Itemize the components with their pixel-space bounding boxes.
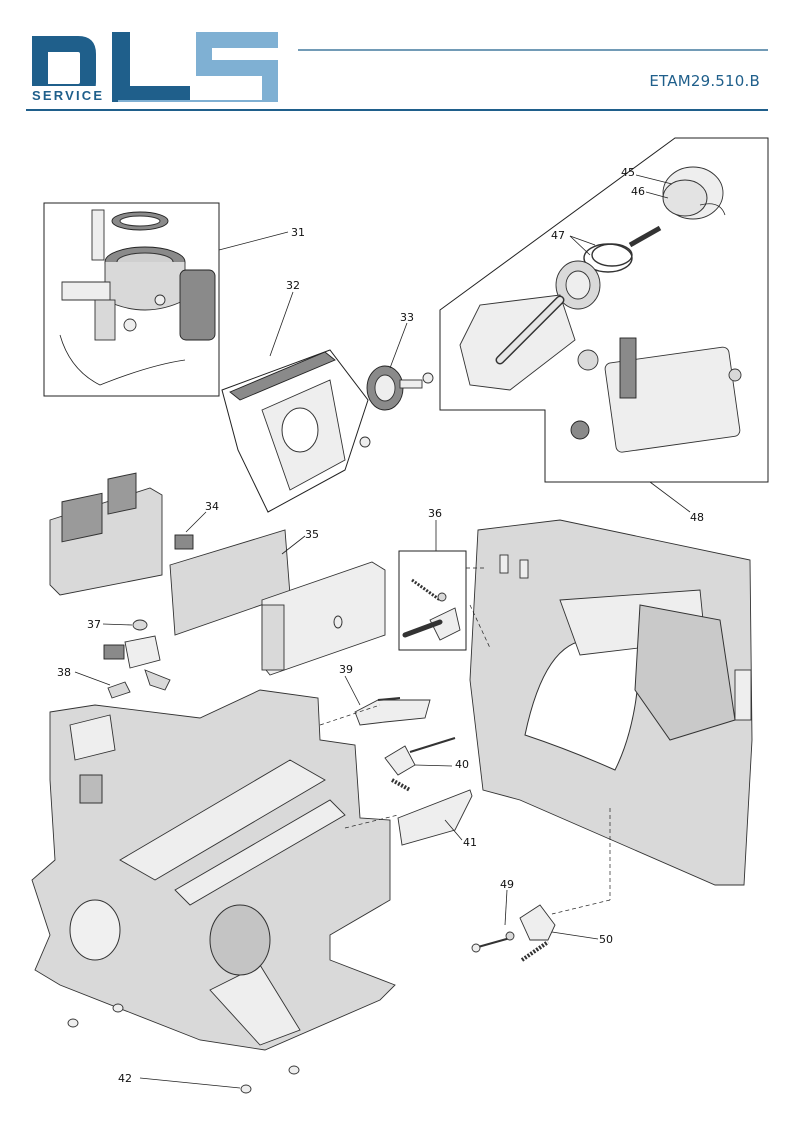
dls-service-logo: SERVICE [26, 32, 768, 111]
callout-38: 38 [57, 666, 71, 679]
part-31-brew-group [59, 209, 216, 386]
part-40-spring-lever [384, 737, 456, 792]
part-36-spring-lever [402, 578, 461, 641]
callout-34: 34 [205, 500, 219, 513]
callout-32: 32 [286, 279, 300, 292]
main-chassis-left [31, 689, 396, 1051]
callout-50: 50 [599, 933, 613, 946]
callout-41: 41 [463, 836, 477, 849]
callout-49: 49 [500, 878, 514, 891]
callout-33: 33 [400, 311, 414, 324]
part-32-housing [221, 349, 371, 513]
callout-35: 35 [305, 528, 319, 541]
main-chassis-right [469, 519, 753, 886]
callout-39: 39 [339, 663, 353, 676]
svg-text:SERVICE: SERVICE [32, 88, 104, 103]
exploded-parts-diagram: 31 32 33 45 46 [31, 137, 769, 1094]
page-header: SERVICE ETAM29.510.B [0, 0, 794, 120]
part-48-drive-group [459, 166, 742, 453]
part-38-clip [107, 681, 131, 699]
callout-45: 45 [621, 166, 635, 179]
part-33-gear [366, 365, 434, 411]
part-41-rail [397, 789, 473, 846]
part-35-pcb [169, 529, 386, 676]
part-50-lever [519, 904, 556, 962]
callout-40: 40 [455, 758, 469, 771]
part-49-screw [471, 931, 515, 953]
part-39-bracket [354, 697, 431, 726]
callout-48: 48 [690, 511, 704, 524]
callout-42: 42 [118, 1072, 132, 1085]
part-34-panel-frame [49, 472, 194, 596]
part-37-switch [103, 619, 171, 691]
callout-37: 37 [87, 618, 101, 631]
callout-36: 36 [428, 507, 442, 520]
callout-46: 46 [631, 185, 645, 198]
callout-47: 47 [551, 229, 565, 242]
callout-31: 31 [291, 226, 305, 239]
document-code: ETAM29.510.B [649, 72, 760, 90]
part-42-nuts [67, 1003, 300, 1094]
